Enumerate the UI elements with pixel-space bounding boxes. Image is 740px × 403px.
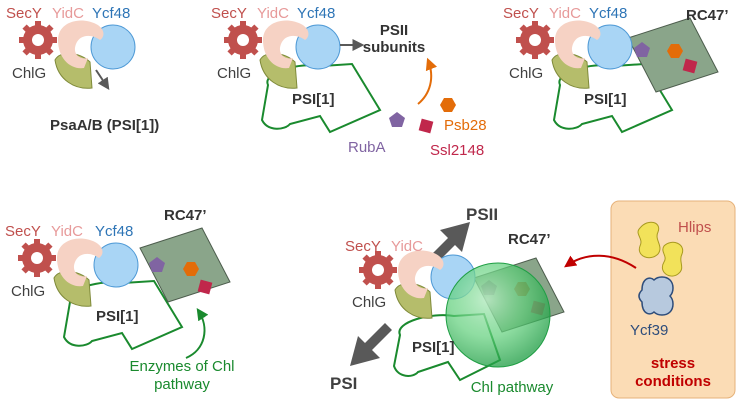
chlg-label: ChlG bbox=[11, 283, 45, 300]
red-arrow bbox=[564, 254, 637, 269]
psb28-hexagon bbox=[440, 98, 456, 112]
ycf48-label: Ycf48 bbox=[297, 5, 335, 22]
psb28-hexagon bbox=[667, 44, 683, 58]
secy-gear-icon bbox=[224, 21, 262, 59]
psb28-hexagon bbox=[183, 262, 199, 276]
ssl2148-square bbox=[197, 279, 213, 295]
psii-subunits-label-1: PSII bbox=[380, 22, 408, 39]
yidc-shape bbox=[58, 20, 104, 69]
hlips-yellow-shape-2 bbox=[662, 241, 684, 277]
ruba-pentagon bbox=[149, 257, 165, 272]
secy-gear-icon bbox=[359, 251, 397, 289]
ycf39-label: Ycf39 bbox=[630, 322, 668, 339]
yidc-label: YidC bbox=[51, 223, 83, 240]
orange-arrow bbox=[417, 57, 438, 105]
panel-4: SecY YidC Ycf48 ChlG PSI[1] RC47’ Enzyme… bbox=[5, 207, 235, 393]
ssl2148-square bbox=[418, 118, 434, 134]
chlg-label: ChlG bbox=[217, 65, 251, 82]
chlg-label: ChlG bbox=[12, 65, 46, 82]
enzymes-label-1: Enzymes of Chl bbox=[129, 358, 234, 375]
psab-label: PsaA/B (PSI[1]) bbox=[50, 117, 159, 134]
ssl2148-label: Ssl2148 bbox=[430, 142, 484, 159]
psii-label: PSII bbox=[466, 205, 498, 224]
stress-label-2: conditions bbox=[635, 373, 711, 390]
green-arrow bbox=[185, 308, 209, 359]
enzymes-label-2: pathway bbox=[154, 376, 210, 393]
chl-pathway-sphere bbox=[445, 262, 551, 368]
chlg-label: ChlG bbox=[352, 294, 386, 311]
psi1-label: PSI[1] bbox=[96, 308, 139, 325]
hlips-label: Hlips bbox=[678, 219, 711, 236]
psi-big-arrow bbox=[350, 323, 392, 366]
stress-panel: Hlips Ycf39 stress conditions bbox=[564, 200, 736, 399]
ycf48-label: Ycf48 bbox=[95, 223, 133, 240]
psi1-label: PSI[1] bbox=[412, 339, 455, 356]
secy-label: SecY bbox=[211, 5, 247, 22]
secy-label: SecY bbox=[5, 223, 41, 240]
rc47-label: RC47’ bbox=[164, 207, 207, 224]
ycf48-label: Ycf48 bbox=[589, 5, 627, 22]
arrow-to-psab bbox=[95, 69, 110, 90]
secy-gear-icon bbox=[18, 239, 56, 277]
secy-gear-icon bbox=[516, 21, 554, 59]
ruba-pentagon bbox=[634, 42, 650, 57]
ycf39-shape bbox=[638, 276, 674, 316]
panel-1: SecY YidC Ycf48 ChlG PsaA/B (PSI[1]) bbox=[6, 5, 159, 134]
ssl2148-square bbox=[682, 58, 698, 74]
yidc-label: YidC bbox=[257, 5, 289, 22]
ycf48-circle bbox=[93, 242, 139, 288]
stress-label-1: stress bbox=[651, 355, 695, 372]
psii-subunits-label-2: subunits bbox=[363, 39, 426, 56]
hlips-yellow-shape-1 bbox=[637, 221, 661, 259]
rc47-label: RC47’ bbox=[686, 7, 729, 24]
chl-pathway-label: Chl pathway bbox=[471, 379, 554, 396]
yidc-shape bbox=[263, 20, 309, 69]
yidc-shape bbox=[555, 20, 601, 69]
secy-label: SecY bbox=[503, 5, 539, 22]
psi-label: PSI bbox=[330, 374, 357, 393]
yidc-label: YidC bbox=[391, 238, 423, 255]
panel-2: SecY YidC Ycf48 ChlG PSI[1] PSII subunit… bbox=[211, 5, 487, 159]
ruba-pentagon bbox=[389, 112, 405, 127]
psi1-outline bbox=[392, 312, 502, 382]
secy-gear-icon bbox=[19, 21, 57, 59]
ruba-label: RubA bbox=[348, 139, 386, 156]
secy-label: SecY bbox=[6, 5, 42, 22]
chlg-label: ChlG bbox=[509, 65, 543, 82]
psi1-label: PSI[1] bbox=[584, 91, 627, 108]
psii-big-arrow bbox=[428, 222, 470, 265]
secy-label: SecY bbox=[345, 238, 381, 255]
psi1-label: PSI[1] bbox=[292, 91, 335, 108]
yidc-label: YidC bbox=[52, 5, 84, 22]
rc47-label: RC47’ bbox=[508, 231, 551, 248]
panel-5: SecY YidC ChlG PSI[1] RC47’ PSII PSI Chl… bbox=[330, 205, 565, 396]
yidc-label: YidC bbox=[549, 5, 581, 22]
ycf48-label: Ycf48 bbox=[92, 5, 130, 22]
panel-3: SecY YidC Ycf48 ChlG PSI[1] RC47’ bbox=[503, 5, 729, 134]
psb28-label: Psb28 bbox=[444, 117, 487, 134]
yidc-shape bbox=[398, 250, 444, 299]
yidc-shape bbox=[57, 238, 103, 287]
